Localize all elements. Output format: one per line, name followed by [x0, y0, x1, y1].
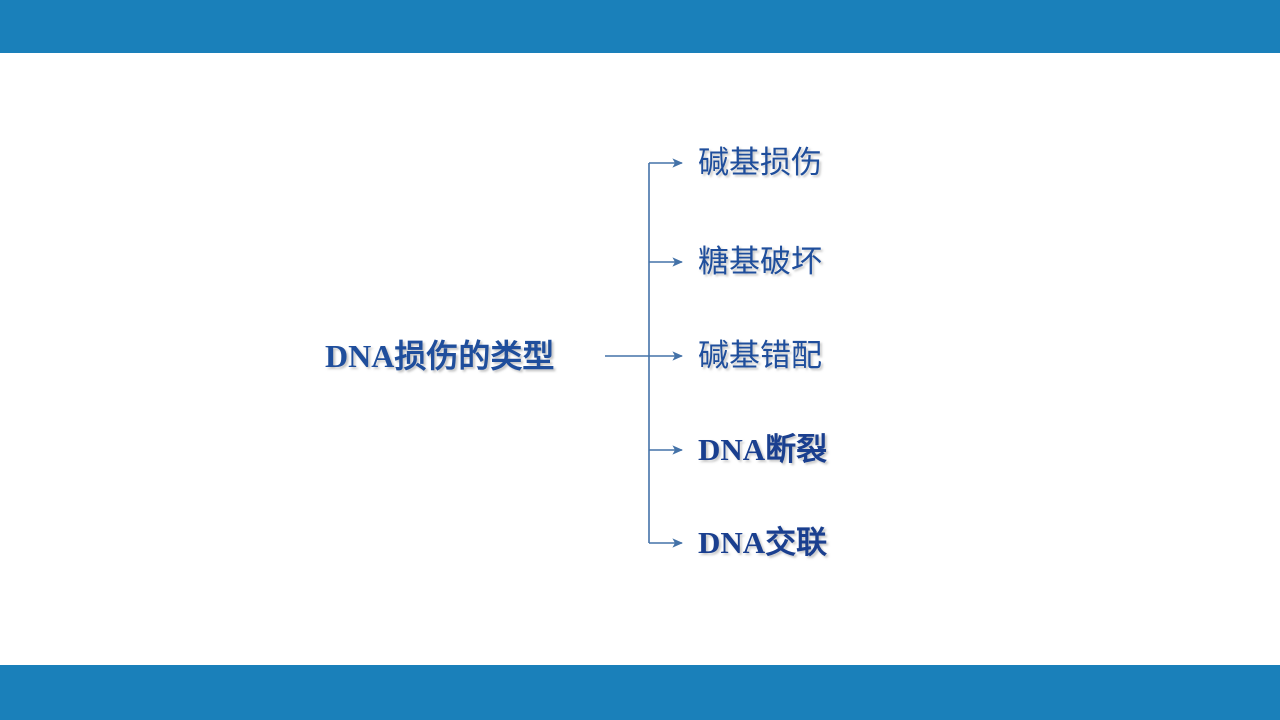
- root-node-label: DNA损伤的类型: [325, 338, 555, 374]
- branch-label-dna-break: DNA断裂: [698, 432, 828, 467]
- branch-label-base-mismatch: 碱基错配: [698, 338, 822, 373]
- top-accent-bar: [0, 0, 1280, 53]
- branch-label-sugar-destruction: 糖基破坏: [698, 244, 822, 279]
- branch-label-base-damage: 碱基损伤: [698, 145, 822, 180]
- bottom-accent-bar: [0, 665, 1280, 720]
- branch-label-dna-crosslink: DNA交联: [698, 525, 828, 560]
